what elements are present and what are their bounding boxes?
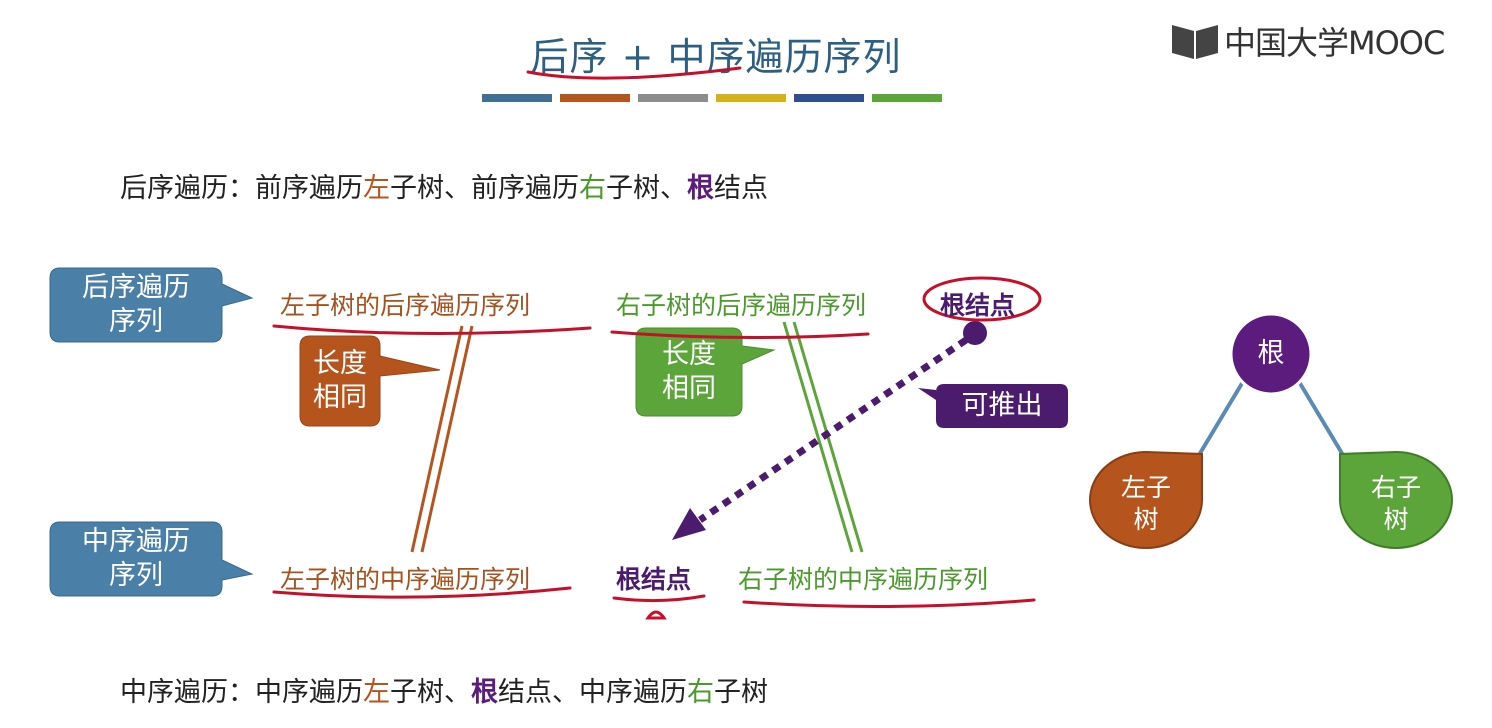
color-bar xyxy=(794,94,864,102)
tree-left-label: 左子树 xyxy=(1090,468,1202,540)
annotation-underline xyxy=(612,594,706,603)
inorder-definition: 中序遍历：中序遍历左子树、根结点、中序遍历右子树 xyxy=(120,670,768,709)
arrow-start-dot xyxy=(963,321,987,345)
callout-line: 序列 xyxy=(109,306,163,337)
def-text: 中序遍历 xyxy=(255,677,363,708)
def-root-word: 根 xyxy=(471,677,498,708)
postorder-definition: 后序遍历：前序遍历左子树、前序遍历右子树、根结点 xyxy=(120,166,768,205)
same-length-left-shape xyxy=(299,335,441,427)
tree-root-label: 根 xyxy=(1257,338,1285,369)
in-root-seq: 根结点 xyxy=(616,565,692,594)
color-bar xyxy=(872,94,942,102)
annotation-mark xyxy=(645,610,667,620)
right-length-line xyxy=(782,321,854,553)
tree-label-line: 右子 xyxy=(1370,473,1421,502)
book-icon xyxy=(1172,25,1218,59)
left-length-line xyxy=(410,325,464,553)
def-right-word: 右 xyxy=(579,173,606,204)
annotation-underline xyxy=(742,598,1036,609)
tree-right-label: 右子树 xyxy=(1340,468,1452,540)
logo-text: 中国大学MOOC xyxy=(1224,24,1445,62)
def-root-word: 根 xyxy=(687,173,714,204)
in-left-seq: 左子树的中序遍历序列 xyxy=(280,565,531,594)
annotation-underline xyxy=(272,324,592,336)
post-left-seq: 左子树的后序遍历序列 xyxy=(280,291,531,320)
tree-left-node xyxy=(1089,450,1203,549)
tree-root-node xyxy=(1229,312,1313,396)
def-text: 子树、前序遍历 xyxy=(390,173,579,204)
def-text: 子树 xyxy=(714,677,768,708)
left-length-line xyxy=(420,325,474,553)
def-text: 结点 xyxy=(714,173,768,204)
title-color-bars xyxy=(482,94,942,102)
same-length-right-shape xyxy=(635,327,776,417)
deduce-callout: 可推出 xyxy=(961,390,1043,421)
def-label: 中序遍历： xyxy=(120,677,255,708)
annotation-underline xyxy=(526,66,742,80)
tree-label-line: 树 xyxy=(1383,505,1409,534)
def-text: 前序遍历 xyxy=(255,173,363,204)
postorder-callout-shape xyxy=(49,267,254,343)
annotation-underline xyxy=(610,330,870,340)
callout-line: 长度 xyxy=(313,348,367,379)
def-left-word: 左 xyxy=(363,677,390,708)
def-text: 子树、 xyxy=(390,677,471,708)
post-right-seq: 右子树的后序遍历序列 xyxy=(616,291,867,320)
def-text: 结点、中序遍历 xyxy=(498,677,687,708)
in-right-seq: 右子树的中序遍历序列 xyxy=(738,565,989,594)
tree-right-node xyxy=(1339,450,1453,549)
color-bar xyxy=(716,94,786,102)
callout-line: 序列 xyxy=(109,560,163,591)
def-left-word: 左 xyxy=(363,173,390,204)
callout-line: 中序遍历 xyxy=(82,526,190,557)
mooc-logo: 中国大学MOOC xyxy=(1170,18,1445,64)
tree-label-line: 左子 xyxy=(1120,473,1171,502)
deduce-arrow-head xyxy=(672,508,706,540)
color-bar xyxy=(482,94,552,102)
annotation-circle xyxy=(922,276,1042,322)
def-text: 子树、 xyxy=(606,173,687,204)
color-bar xyxy=(638,94,708,102)
annotation-underline xyxy=(272,586,572,599)
tree-edge-left xyxy=(1194,378,1246,462)
same-length-left-callout: 长度相同 xyxy=(300,336,380,426)
def-right-word: 右 xyxy=(687,677,714,708)
callout-line: 相同 xyxy=(662,373,716,404)
def-label: 后序遍历： xyxy=(120,173,255,204)
deduce-callout-shape xyxy=(918,384,1068,428)
callout-line: 相同 xyxy=(313,382,367,413)
inorder-callout: 中序遍历序列 xyxy=(50,522,222,596)
post-root-seq: 根结点 xyxy=(940,291,1016,320)
callout-line: 长度 xyxy=(662,339,716,370)
postorder-callout: 后序遍历序列 xyxy=(50,268,222,342)
inorder-callout-shape xyxy=(49,521,254,597)
callout-line: 后序遍历 xyxy=(82,272,190,303)
same-length-right-callout: 长度相同 xyxy=(636,328,742,416)
tree-label-line: 树 xyxy=(1133,505,1159,534)
color-bar xyxy=(560,94,630,102)
tree-edge-right xyxy=(1296,378,1348,462)
